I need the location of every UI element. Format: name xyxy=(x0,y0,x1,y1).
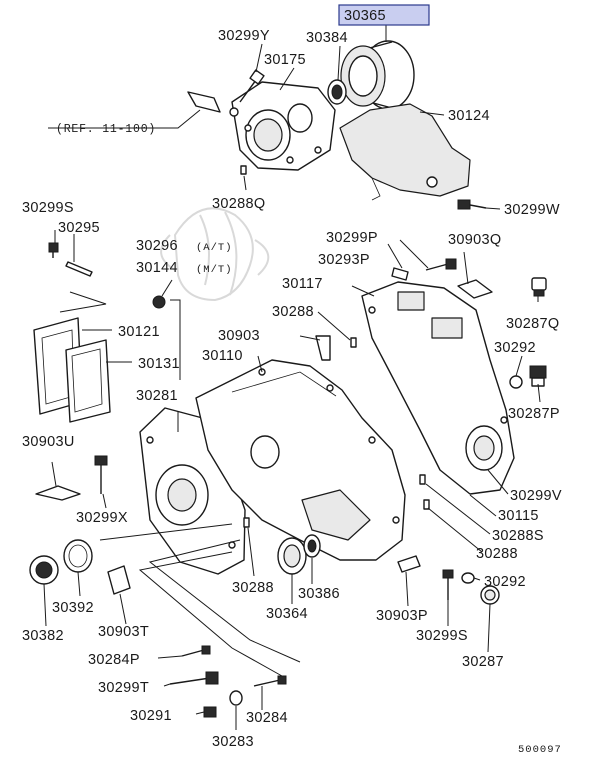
part-30295-hex-key xyxy=(65,261,93,277)
label-30288-mid[interactable]: 30288 xyxy=(476,546,518,562)
label-30292-low[interactable]: 30292 xyxy=(484,574,526,590)
part-30903-bracket xyxy=(315,335,331,361)
ref-bracket xyxy=(187,91,239,117)
label-30903Q[interactable]: 30903Q xyxy=(448,232,501,248)
part-30299W-bolt xyxy=(457,199,487,210)
part-30288-pin-c xyxy=(423,499,430,510)
part-30386-ring xyxy=(303,534,321,558)
label-30283[interactable]: 30283 xyxy=(212,734,254,750)
watermark-emblem xyxy=(160,207,270,302)
part-30296-plug xyxy=(152,295,166,309)
part-30293P-clip xyxy=(391,267,409,281)
label-30287P[interactable]: 30287P xyxy=(508,406,560,422)
part-30288-pin-a xyxy=(350,337,357,348)
label-30903T[interactable]: 30903T xyxy=(98,624,149,640)
part-30292-washer-low xyxy=(461,572,475,584)
part-30299T-bolt xyxy=(169,671,219,685)
part-30382-seal xyxy=(29,555,59,585)
label-30144[interactable]: 30144 xyxy=(136,260,178,276)
part-30131-gasket xyxy=(65,339,111,423)
part-30124-cover xyxy=(339,103,471,201)
label-30284[interactable]: 30284 xyxy=(246,710,288,726)
part-30299S-bolt-top xyxy=(48,242,59,258)
highlight-box-30365 xyxy=(338,4,430,26)
label-30386[interactable]: 30386 xyxy=(298,586,340,602)
catalog-code: 500097 xyxy=(518,744,562,756)
part-30288Q-pin xyxy=(240,165,247,175)
leader-lines xyxy=(43,22,541,730)
part-30392-ring xyxy=(63,539,93,573)
label-at: (A/T) xyxy=(196,242,233,254)
part-30284-stud xyxy=(253,675,287,687)
label-30903U[interactable]: 30903U xyxy=(22,434,75,450)
part-30299P-bolt-top xyxy=(425,258,457,271)
part-30903T-bracket xyxy=(107,565,131,595)
part-30292-washer-top xyxy=(509,375,523,389)
label-30293P[interactable]: 30293P xyxy=(318,252,370,268)
part-30299S-bolt-low xyxy=(442,569,454,600)
label-30295[interactable]: 30295 xyxy=(58,220,100,236)
label-30299V[interactable]: 30299V xyxy=(510,488,562,504)
label-30364[interactable]: 30364 xyxy=(266,606,308,622)
label-30296[interactable]: 30296 xyxy=(136,238,178,254)
part-30364-seal xyxy=(277,537,307,575)
label-30299P-top[interactable]: 30299P xyxy=(326,230,378,246)
label-30291[interactable]: 30291 xyxy=(130,708,172,724)
label-30299S-low[interactable]: 30299S xyxy=(416,628,468,644)
label-30121[interactable]: 30121 xyxy=(118,324,160,340)
label-30117[interactable]: 30117 xyxy=(282,276,323,292)
label-30288-low[interactable]: 30288 xyxy=(232,580,274,596)
part-30288S-pin xyxy=(419,474,426,485)
part-30283-washer xyxy=(229,690,243,706)
part-30299Y-bolt xyxy=(239,69,265,103)
label-30281[interactable]: 30281 xyxy=(136,388,178,404)
part-30284P-stud xyxy=(181,645,211,657)
part-30365-cylinder xyxy=(340,40,415,110)
label-30392[interactable]: 30392 xyxy=(52,600,94,616)
part-30288-pin-b xyxy=(243,517,250,528)
label-30288-top[interactable]: 30288 xyxy=(272,304,314,320)
label-30903P[interactable]: 30903P xyxy=(376,608,428,624)
label-30365[interactable]: 30365 xyxy=(344,8,386,24)
part-30384-seal xyxy=(327,79,347,105)
label-30292-top[interactable]: 30292 xyxy=(494,340,536,356)
reference-note: (REF. 11-100) xyxy=(56,123,156,136)
part-30117-case-rear xyxy=(361,281,515,495)
label-30299X[interactable]: 30299X xyxy=(76,510,128,526)
part-30287P-plug xyxy=(529,365,547,387)
label-mt: (M/T) xyxy=(196,264,233,276)
label-30903[interactable]: 30903 xyxy=(218,328,260,344)
label-30124[interactable]: 30124 xyxy=(448,108,490,124)
part-30903Q-bracket xyxy=(457,279,493,299)
label-30299W[interactable]: 30299W xyxy=(504,202,560,218)
part-30175-housing xyxy=(231,81,336,171)
label-30288S[interactable]: 30288S xyxy=(492,528,544,544)
part-30903P-bracket xyxy=(397,555,421,573)
label-30284P[interactable]: 30284P xyxy=(88,652,140,668)
part-30903U-bracket xyxy=(35,485,81,501)
label-30288Q[interactable]: 30288Q xyxy=(212,196,265,212)
part-30110-case-main xyxy=(195,359,406,561)
label-30287Q[interactable]: 30287Q xyxy=(506,316,559,332)
label-30299T[interactable]: 30299T xyxy=(98,680,149,696)
label-30287[interactable]: 30287 xyxy=(462,654,504,670)
label-30131[interactable]: 30131 xyxy=(138,356,180,372)
label-30115[interactable]: 30115 xyxy=(498,508,539,524)
part-30299X-bolt xyxy=(94,455,108,494)
part-30287Q-plug xyxy=(531,277,547,297)
label-30382[interactable]: 30382 xyxy=(22,628,64,644)
label-30299Y[interactable]: 30299Y xyxy=(218,28,270,44)
part-30291-nut xyxy=(203,706,217,718)
label-30110[interactable]: 30110 xyxy=(202,348,243,364)
label-30299S-top[interactable]: 30299S xyxy=(22,200,74,216)
label-30175[interactable]: 30175 xyxy=(264,52,306,68)
label-30384[interactable]: 30384 xyxy=(306,30,348,46)
